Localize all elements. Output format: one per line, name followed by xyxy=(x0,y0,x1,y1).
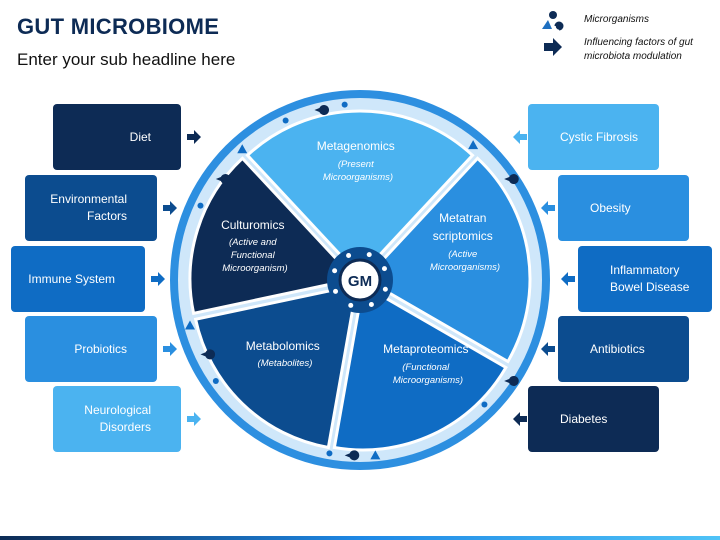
microorganism-glyph xyxy=(197,202,204,209)
legend-label-microorganisms: Microrganisms xyxy=(584,14,650,25)
legend-label-influencing-factors: Influencing factors of gut microbiota mo… xyxy=(584,37,693,62)
microorganism-glyph xyxy=(370,450,381,460)
microorganism-glyph xyxy=(212,377,219,384)
microorganism-glyph xyxy=(344,450,360,461)
microorganisms-icon xyxy=(542,11,564,32)
arrow-right-icon xyxy=(163,201,177,215)
factor-box-immune-system: Immune System xyxy=(11,246,145,312)
center-label: GM xyxy=(348,273,372,290)
legend-item-microorganisms: Microrganisms xyxy=(540,10,720,32)
factor-box-cystic-fibrosis: Cystic Fibrosis xyxy=(528,104,659,170)
arrow-right-icon xyxy=(151,272,165,286)
arrow-right-icon xyxy=(163,342,177,356)
factor-box-probiotics: Probiotics xyxy=(25,316,157,382)
microorganism-glyph xyxy=(314,104,330,115)
arrow-left-icon xyxy=(541,342,555,356)
ring-decorations xyxy=(184,101,519,461)
factor-box-environmental-factors: Environmental Factors xyxy=(25,175,157,241)
hub-dot xyxy=(348,302,354,308)
microorganism-glyph xyxy=(282,117,289,124)
microorganism-glyph xyxy=(200,349,216,360)
microbiome-wheel: GM Metagenomics (Present Microorganisms)… xyxy=(170,90,550,470)
microorganism-glyph xyxy=(184,320,195,330)
arrow-right-icon xyxy=(544,38,562,56)
microorganism-glyph xyxy=(504,375,519,386)
page-title: GUT MICROBIOME xyxy=(17,14,220,39)
footer-accent-bar xyxy=(0,536,720,540)
arrow-left-icon xyxy=(513,130,527,144)
arrow-left-icon xyxy=(561,272,575,286)
page-subtitle: Enter your sub headline here xyxy=(17,50,236,69)
segment-metaproteomics xyxy=(332,282,508,452)
arrow-left-icon xyxy=(541,201,555,215)
segment-label-metatranscriptomics: Metatran scriptomics (Active Microorgani… xyxy=(430,209,500,273)
segment-metatranscriptomics xyxy=(362,156,532,364)
microorganism-glyph xyxy=(215,174,231,185)
segment-label-culturomics: Culturomics (Active and Functional Micro… xyxy=(221,216,289,274)
hub-decorations xyxy=(332,252,388,308)
center-hub xyxy=(338,258,382,302)
factor-box-diet: Diet xyxy=(53,104,181,170)
microorganism-glyph xyxy=(504,174,519,185)
microorganism-glyph xyxy=(326,450,333,457)
factor-box-inflammatory-bowel-disease: Inflammatory Bowel Disease xyxy=(578,246,712,312)
hub-dot xyxy=(382,286,388,292)
factor-box-diabetes: Diabetes xyxy=(528,386,659,452)
arrow-right-icon xyxy=(187,412,201,426)
microorganism-glyph xyxy=(237,144,248,154)
segment-metabolomics xyxy=(193,283,359,450)
segment-label-metagenomics: Metagenomics (Present Microorganisms) xyxy=(317,137,400,183)
microorganism-glyph xyxy=(341,101,348,108)
hub-dot xyxy=(332,268,338,274)
hub-dot xyxy=(333,288,339,294)
segment-label-metaproteomics: Metaproteomics (Functional Microorganism… xyxy=(383,340,473,386)
arrow-right-icon xyxy=(187,130,201,144)
microorganism-glyph xyxy=(481,401,488,408)
arrow-left-icon xyxy=(513,412,527,426)
legend-item-influencing-factors: Influencing factors of gut microbiota mo… xyxy=(540,36,720,64)
segment-culturomics xyxy=(188,156,358,316)
factor-box-neurological-disorders: Neurological Disorders xyxy=(53,386,181,452)
hub-dot xyxy=(381,266,387,272)
segment-metagenomics xyxy=(245,109,475,279)
microorganism-glyph xyxy=(468,140,479,150)
factor-box-antibiotics: Antibiotics xyxy=(558,316,689,382)
factor-box-obesity: Obesity xyxy=(558,175,689,241)
hub-dot xyxy=(366,252,372,258)
hub-dot xyxy=(346,253,352,259)
segment-label-metabolomics: Metabolomics (Metabolites) xyxy=(246,337,324,369)
wheel-segments xyxy=(188,109,532,452)
hub-dot xyxy=(368,301,374,307)
